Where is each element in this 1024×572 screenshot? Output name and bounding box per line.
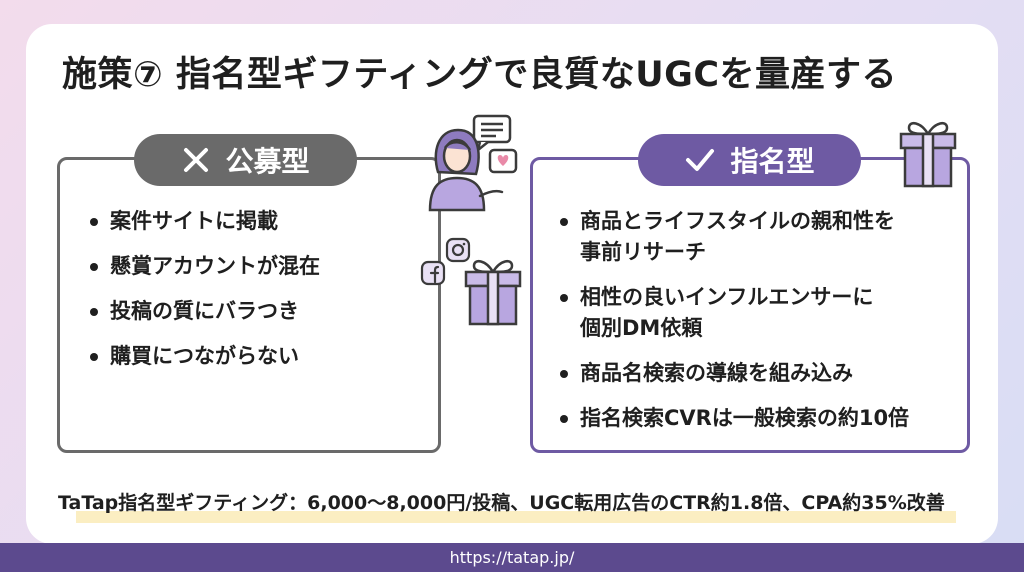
open-call-label-text: 公募型	[225, 145, 310, 178]
list-item: 商品名検索の導線を組み込み	[558, 358, 909, 389]
nomination-panel	[530, 157, 970, 453]
list-item: 懸賞アカウントが混在	[88, 251, 320, 282]
list-item: 購買につながらない	[88, 341, 320, 372]
gift-box-icon	[899, 121, 957, 188]
list-item-line: 指名検索CVRは一般検索の約10倍	[580, 406, 910, 430]
page-title: 施策⑦ 指名型ギフティングで良質なUGCを量産する	[62, 55, 898, 95]
x-mark-icon	[184, 148, 209, 172]
heart-bubble-icon	[488, 148, 518, 174]
list-item-line: 個別DM依頼	[580, 316, 703, 340]
instagram-icon	[445, 237, 471, 263]
nomination-list: 商品とライフスタイルの親和性を 事前リサーチ 相性の良いインフルエンサーに 個別…	[558, 206, 909, 448]
list-item: 案件サイトに掲載	[88, 206, 320, 237]
influencer-illustration	[428, 114, 518, 212]
check-mark-icon	[686, 149, 715, 171]
open-call-label: 公募型	[134, 134, 357, 186]
list-item: 相性の良いインフルエンサーに 個別DM依頼	[558, 282, 909, 344]
list-item-line: 事前リサーチ	[580, 240, 706, 264]
list-item-line: 商品名検索の導線を組み込み	[580, 361, 853, 385]
summary-highlight	[76, 511, 956, 523]
chat-bubble-icon	[472, 114, 512, 152]
list-item: 投稿の質にバラつき	[88, 296, 320, 327]
open-call-panel	[57, 157, 441, 453]
list-item-line: 商品とライフスタイルの親和性を	[580, 209, 895, 233]
footer-bar: https://tatap.jp/	[0, 543, 1024, 572]
nomination-label: 指名型	[638, 134, 861, 186]
list-item: 商品とライフスタイルの親和性を 事前リサーチ	[558, 206, 909, 268]
list-item-line: 相性の良いインフルエンサーに	[580, 285, 874, 309]
open-call-list: 案件サイトに掲載 懸賞アカウントが混在 投稿の質にバラつき 購買につながらない	[88, 206, 320, 386]
facebook-icon	[420, 260, 446, 286]
gift-box-icon	[464, 259, 522, 326]
nomination-label-text: 指名型	[730, 145, 815, 178]
list-item: 指名検索CVRは一般検索の約10倍	[558, 403, 909, 434]
summary-text: TaTap指名型ギフティング：6,000〜8,000円/投稿、UGC転用広告のC…	[58, 492, 945, 514]
footer-url[interactable]: https://tatap.jp/	[449, 548, 575, 567]
